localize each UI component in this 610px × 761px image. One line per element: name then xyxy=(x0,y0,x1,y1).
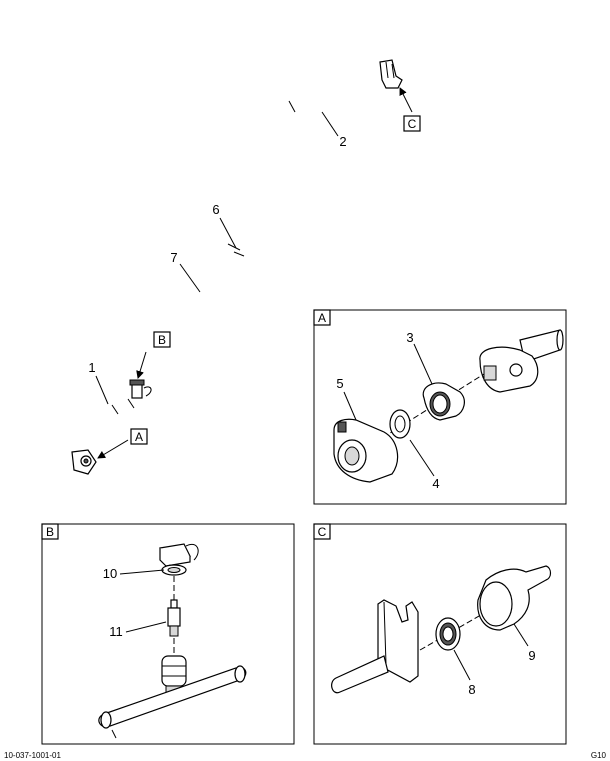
view-ref-box-a xyxy=(130,428,148,445)
callout-6: 6 xyxy=(212,202,219,217)
detail-a-title: A xyxy=(318,311,326,325)
detail-c: C 8 9 xyxy=(313,523,567,745)
lower-hose-fitting xyxy=(71,449,97,475)
detail-b-frame xyxy=(41,523,295,745)
view-ref-a: A xyxy=(135,430,143,444)
leader-7 xyxy=(179,263,201,293)
hose-assembly xyxy=(60,59,403,475)
callout-5: 5 xyxy=(336,376,343,391)
detail-c-title: C xyxy=(318,525,327,539)
leader-8 xyxy=(453,649,471,681)
part-8-seal xyxy=(435,617,461,651)
callout-1: 1 xyxy=(88,360,95,375)
view-arrow-b xyxy=(136,351,147,379)
leader-11 xyxy=(125,621,167,633)
part-5-cap xyxy=(333,418,399,483)
figure-id: 10-037-1001-01 xyxy=(4,751,61,760)
part-3-gasket xyxy=(422,382,465,421)
leader-6 xyxy=(219,217,237,249)
view-ref-b: B xyxy=(158,333,166,347)
callout-3: 3 xyxy=(406,330,413,345)
callout-10: 10 xyxy=(103,566,117,581)
leader-2 xyxy=(321,111,339,137)
leader-5 xyxy=(343,391,357,421)
part-11-valve-core xyxy=(167,599,181,637)
callout-4: 4 xyxy=(432,476,439,491)
tube-section xyxy=(98,665,247,739)
callout-2: 2 xyxy=(339,134,346,149)
leader-3 xyxy=(413,343,433,385)
graphic-code: G10 xyxy=(591,751,607,760)
view-ref-c: C xyxy=(408,117,417,131)
part-4-washer xyxy=(389,409,411,439)
leader-1 xyxy=(95,375,109,405)
detail-a-title-box xyxy=(313,309,331,326)
valve-cap xyxy=(159,543,199,567)
view-arrow-a xyxy=(97,439,129,459)
callout-8: 8 xyxy=(468,682,475,697)
leader-9 xyxy=(513,623,529,647)
callout-7: 7 xyxy=(170,250,177,265)
callout-9: 9 xyxy=(528,648,535,663)
valve-fitting xyxy=(129,379,152,399)
view-ref-box-b xyxy=(153,331,171,348)
upper-hose-fitting xyxy=(379,59,403,89)
detail-a: A 3 4 5 xyxy=(313,309,567,505)
detail-c-frame xyxy=(313,523,567,745)
leader-10 xyxy=(119,569,165,575)
leader-4 xyxy=(409,439,435,477)
detail-b-title-box xyxy=(41,523,59,540)
part-9-cap xyxy=(477,565,552,631)
detail-b-title: B xyxy=(46,525,54,539)
detail-b: B xyxy=(41,523,295,745)
callout-11: 11 xyxy=(109,624,123,639)
view-arrow-c xyxy=(399,87,413,113)
view-ref-box-c xyxy=(403,115,421,132)
detail-a-frame xyxy=(313,309,567,505)
detail-c-title-box xyxy=(313,523,331,540)
